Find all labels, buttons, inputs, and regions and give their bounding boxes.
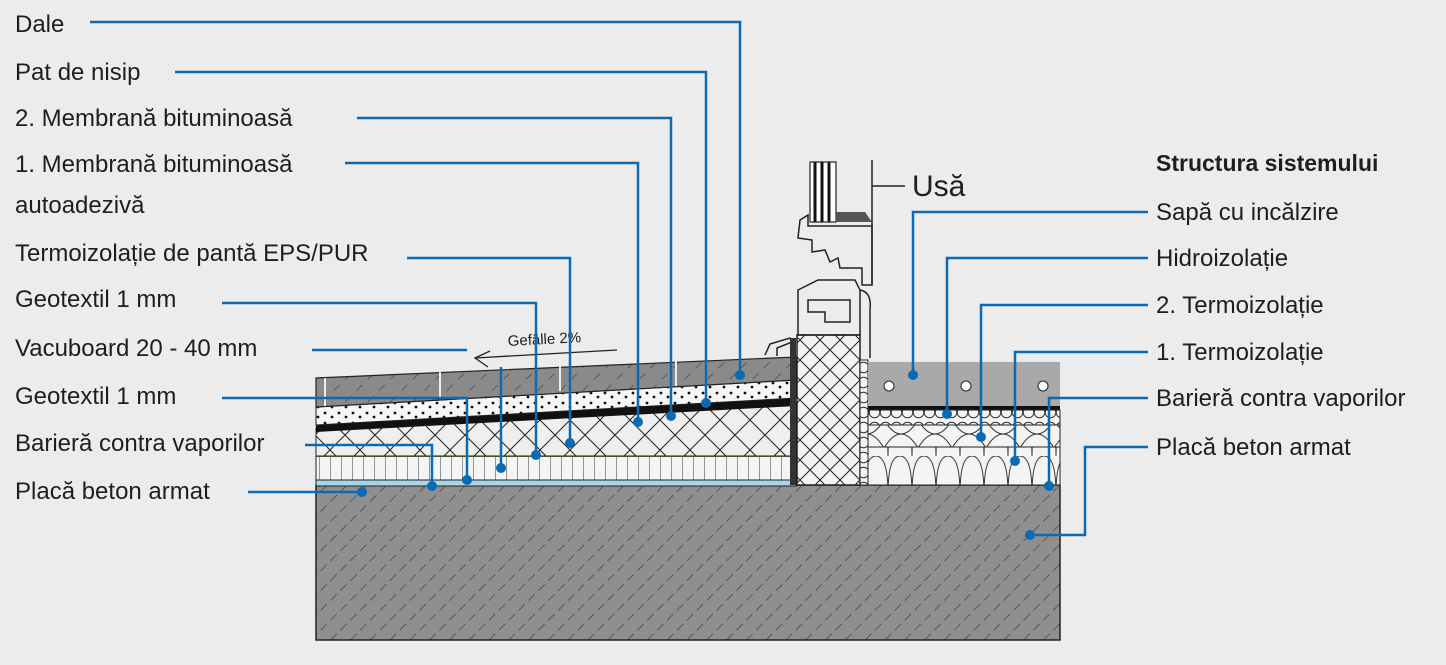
left-leader-lines	[90, 20, 745, 497]
label-bariera: Barieră contra vaporilor	[15, 430, 264, 457]
label-sapa: Sapă cu incălzire	[1156, 199, 1339, 226]
system-structure-title: Structura sistemului	[1156, 150, 1378, 176]
door-frame	[797, 160, 905, 358]
label-termoizolatie-panta: Termoizolație de pantă EPS/PUR	[15, 240, 369, 267]
label-geotextil-top: Geotextil 1 mm	[15, 286, 176, 313]
label-geotextil-bottom: Geotextil 1 mm	[15, 383, 176, 410]
slope-label: Gefälle 2%	[507, 329, 581, 350]
threshold-insulation	[796, 334, 861, 486]
label-membrana-1-cont: autoadezivă	[15, 192, 145, 219]
slope-indicator: Gefälle 2%	[473, 329, 618, 368]
label-bariera-right: Barieră contra vaporilor	[1156, 385, 1405, 412]
label-placa-right: Placă beton armat	[1156, 434, 1351, 461]
label-termoizolatie-2: 2. Termoizolație	[1156, 292, 1324, 319]
label-pat-nisip: Pat de nisip	[15, 59, 140, 86]
right-leader-lines	[908, 210, 1148, 540]
label-dale: Dale	[15, 11, 64, 38]
label-membrana-1: 1. Membrană bituminoasă	[15, 151, 293, 178]
door-label: Usă	[912, 170, 966, 203]
interior-buildup	[867, 362, 1061, 486]
right-labels: Structura sistemului Sapă cu incălzire H…	[1156, 150, 1405, 461]
label-placa: Placă beton armat	[15, 478, 210, 505]
terrace-buildup	[315, 337, 797, 487]
label-vacuboard: Vacuboard 20 - 40 mm	[15, 335, 257, 362]
left-labels: Dale Pat de nisip 2. Membrană bituminoas…	[15, 11, 369, 505]
label-termoizolatie-1: 1. Termoizolație	[1156, 339, 1324, 366]
concrete-slab	[315, 484, 1061, 641]
label-membrana-2: 2. Membrană bituminoasă	[15, 105, 293, 132]
label-hidroizolatie: Hidroizolație	[1156, 245, 1288, 272]
